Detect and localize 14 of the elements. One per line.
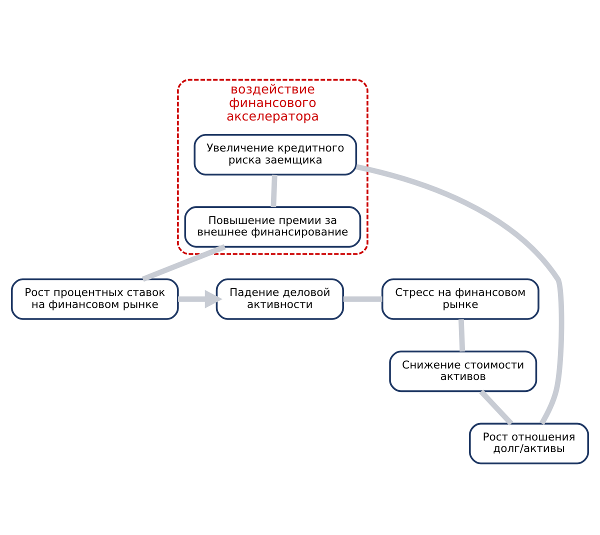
node-box: Рост отношения долг/активы [469,422,590,464]
connector [142,244,226,282]
connector [270,174,278,207]
node-box: Рост процентных ставок на финансовом рынке [10,278,179,320]
node-box: Повышение премии за внешнее финансирование [184,206,362,248]
node-box: Падение деловой активности [216,278,344,320]
arrow [178,289,222,308]
node-box: Снижение стоимости активов [389,350,538,392]
connector [343,296,382,302]
node-box: Увеличение кредитного риска заемщика [194,133,358,175]
connector [479,389,514,426]
connector [458,318,466,352]
connector [356,164,564,424]
node-box: Стресс на финансовом рынке [381,278,540,320]
